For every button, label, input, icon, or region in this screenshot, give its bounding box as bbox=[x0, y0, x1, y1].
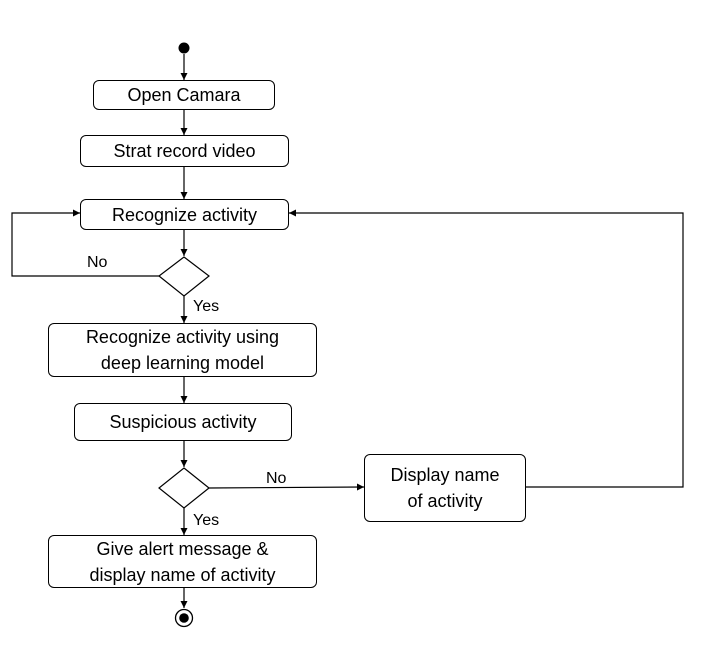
node-recognize-deep-learning: Recognize activity using deep learning m… bbox=[48, 323, 317, 377]
node-give-alert: Give alert message & display name of act… bbox=[48, 535, 317, 588]
node-recognize-activity: Recognize activity bbox=[80, 199, 289, 230]
decision-diamond-2 bbox=[158, 467, 210, 509]
decision2-no-label: No bbox=[266, 470, 287, 487]
node-suspicious-activity: Suspicious activity bbox=[74, 403, 292, 441]
node-recognize-deep-learning-label: Recognize activity using deep learning m… bbox=[85, 327, 280, 373]
node-display-name-label: Display name of activity bbox=[390, 465, 500, 511]
arrow-decision2-no bbox=[208, 483, 365, 491]
decision1-no-label: No bbox=[87, 254, 108, 271]
node-display-name: Display name of activity bbox=[364, 454, 526, 522]
node-open-camera: Open Camara bbox=[93, 80, 275, 110]
arrow-decision1-no-loop bbox=[11, 209, 159, 277]
node-open-camera-label: Open Camara bbox=[127, 85, 241, 105]
node-recognize-activity-label: Recognize activity bbox=[111, 204, 258, 225]
node-suspicious-activity-label: Suspicious activity bbox=[109, 412, 257, 432]
arrow-display-to-recognize bbox=[289, 209, 684, 488]
node-start-record-label: Strat record video bbox=[113, 141, 256, 161]
node-start-record: Strat record video bbox=[80, 135, 289, 167]
decision2-yes-label: Yes bbox=[193, 512, 220, 529]
start-node bbox=[178, 42, 190, 54]
node-give-alert-label: Give alert message & display name of act… bbox=[89, 538, 276, 585]
end-node-inner bbox=[179, 613, 189, 623]
decision-diamond-1 bbox=[158, 256, 210, 297]
decision1-yes-label: Yes bbox=[193, 298, 220, 315]
